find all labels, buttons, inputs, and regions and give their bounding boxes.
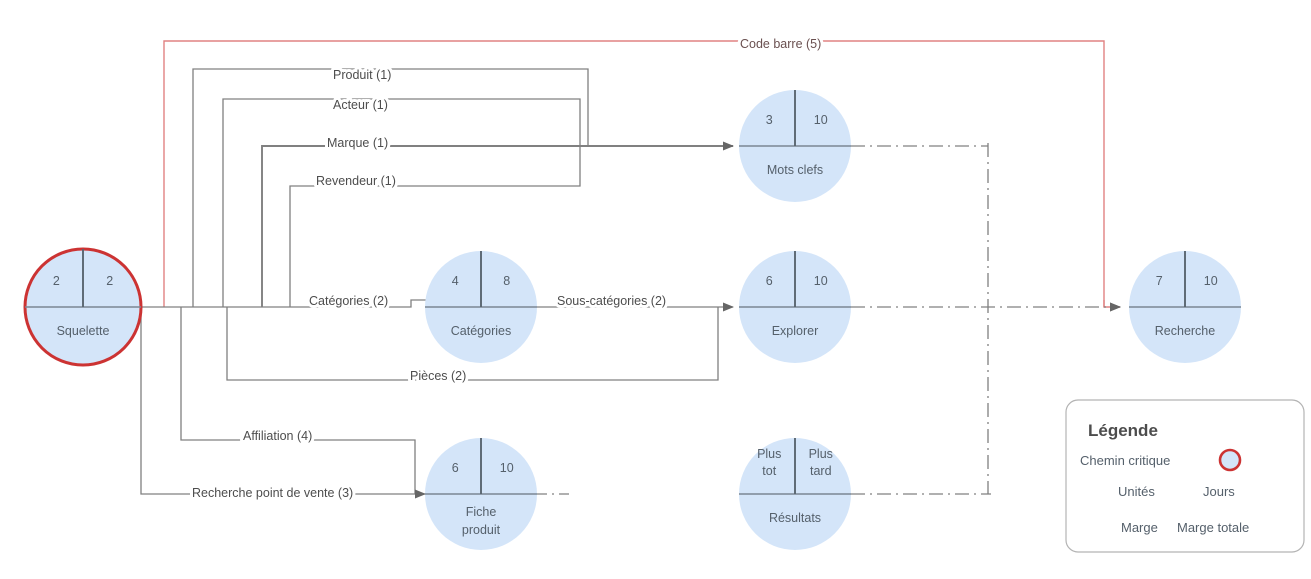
edge-label-affiliation: Affiliation (4) [243,429,312,443]
node-value-earliest: 3 [766,113,773,127]
edge-group-critical [163,40,1121,312]
edge-path-marque [261,141,734,307]
legend-units-label: Unités [1118,484,1155,499]
legend-margin-label: Marge [1121,520,1158,535]
node-value-earliest: 4 [452,274,459,288]
node-value-latest-2: tard [810,464,832,478]
edge-label-souscat: Sous-catégories (2) [557,294,666,308]
edge-label-categories: Catégories (2) [309,294,388,308]
node-value-latest: 10 [814,274,828,288]
edge-label-rech-pdv: Recherche point de vente (3) [192,486,353,500]
node-label: Résultats [769,511,821,525]
edge-arrow-code-barre [1103,300,1121,312]
node-label-2: produit [462,523,501,537]
edge-path-code-barre [163,40,1105,307]
edge-label-revendeur: Revendeur (1) [316,174,396,188]
edge-label-acteur: Acteur (1) [333,98,388,112]
node-value-earliest: 2 [53,274,60,288]
legend-critical-label: Chemin critique [1080,453,1170,468]
node-value-earliest: 6 [452,461,459,475]
legend-critical-circle-icon [1218,448,1242,472]
node-value-latest: 8 [503,274,510,288]
edge-path-recherche-point-de-vente [140,307,426,499]
edge-path-acteur [222,98,581,307]
node-value-latest: 10 [500,461,514,475]
edge-group-normal [140,68,734,499]
edge-path-produit [192,68,589,307]
node-label: Squelette [57,324,110,338]
node-value-latest: 10 [814,113,828,127]
node-value-earliest: Plus [757,447,781,461]
node-label: Fiche [466,505,497,519]
edge-labels-layer: Code barre (5) Produit (1) Acteur (1) Marqu… [189,34,824,503]
edge-path-pieces [226,307,719,381]
legend-total-margin-label: Marge totale [1177,520,1249,535]
edge-path-affiliation [180,307,416,494]
edge-label-produit: Produit (1) [333,68,391,82]
node-value-earliest: 7 [1156,274,1163,288]
edge-label-marque: Marque (1) [327,136,388,150]
node-value-latest: 10 [1204,274,1218,288]
node-label: Catégories [451,324,511,338]
legend-title: Légende [1088,421,1158,440]
edge-group-dashdot [537,143,1121,495]
node-value-latest: Plus [809,447,833,461]
node-label: Mots clefs [767,163,823,177]
node-value-earliest-2: tot [762,464,776,478]
edge-path-revendeur [289,146,581,307]
node-label: Recherche [1155,324,1215,338]
legend-panel: Légende Chemin critique Unités Jours Mar… [1065,399,1305,553]
legend-days-label: Jours [1203,484,1235,499]
edge-label-code-barre: Code barre (5) [740,37,821,51]
edge-label-pieces: Pièces (2) [410,369,466,383]
node-value-earliest: 6 [766,274,773,288]
legend-box [1065,399,1305,553]
node-label: Explorer [772,324,819,338]
node-value-latest: 2 [106,274,113,288]
